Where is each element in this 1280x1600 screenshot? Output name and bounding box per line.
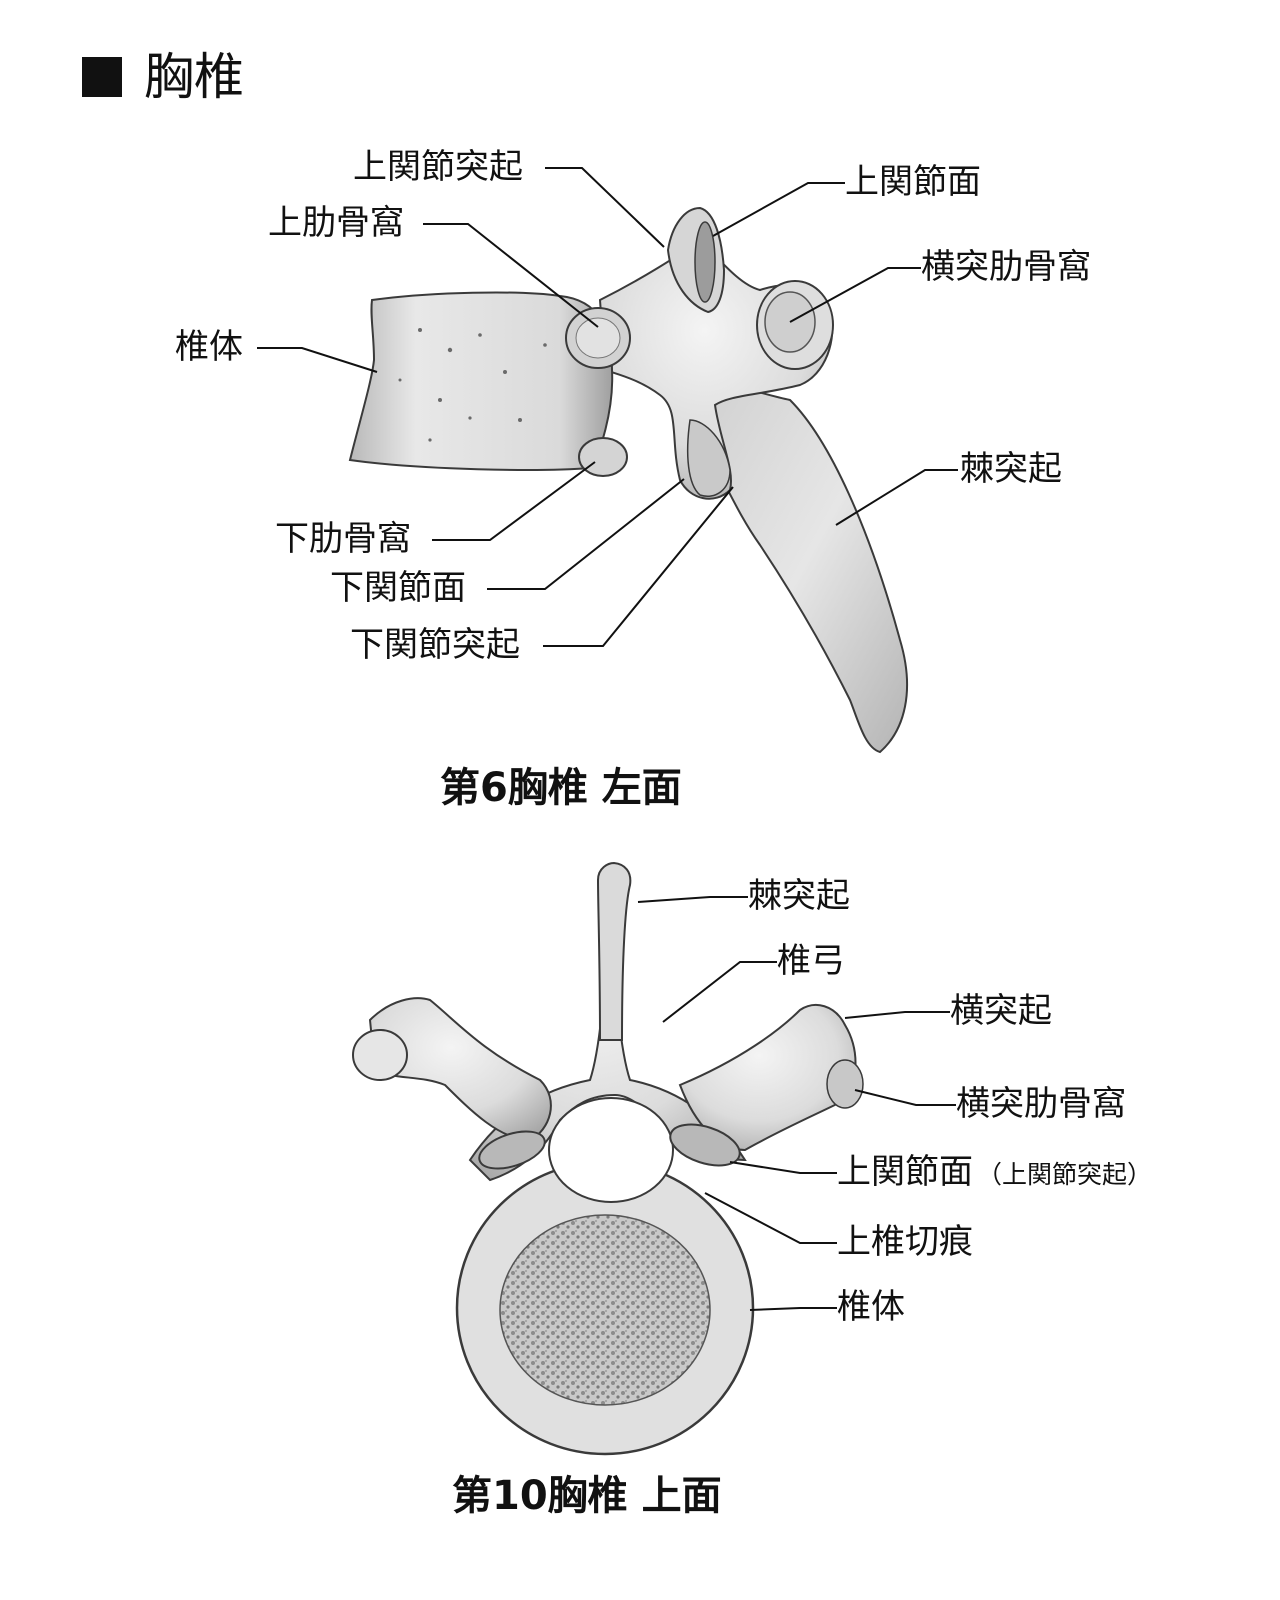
label-superior-articular-facet: 上関節面 (845, 162, 981, 202)
transverse-costal-fovea-right-shape (826, 1059, 864, 1109)
label-superior-costal-fovea: 上肋骨窩 (268, 203, 404, 243)
figure1-caption: 第6胸椎 左面 (440, 765, 682, 811)
label-vertebral-body: 椎体 (175, 327, 243, 367)
black-square-icon (82, 57, 122, 97)
label2-superior-vertebral-notch: 上椎切痕 (837, 1222, 973, 1262)
bone-pores (398, 328, 547, 442)
label-spinous-process: 棘突起 (960, 449, 1062, 489)
label-transverse-costal-fovea: 横突肋骨窩 (921, 247, 1091, 287)
label2-vertebral-arch: 椎弓 (777, 941, 845, 981)
label2-vertebral-body: 椎体 (837, 1287, 905, 1327)
label2-spinous-process: 棘突起 (748, 876, 850, 916)
label-inferior-costal-fovea: 下肋骨窩 (275, 519, 411, 559)
spinous-process-top-shape (596, 861, 632, 1041)
superior-articular-facet-shape (694, 221, 716, 303)
section-title-text: 胸椎 (144, 48, 244, 106)
figure2-caption: 第10胸椎 上面 (452, 1473, 722, 1519)
vertebral-foramen-shape (548, 1097, 674, 1203)
leader-lines-figure2 (637, 896, 956, 1311)
thoracic-vertebra-10-superior (352, 861, 956, 1456)
label2-transverse-process: 横突起 (950, 991, 1052, 1031)
superior-articular-facet-right-shape (669, 1123, 741, 1167)
inferior-costal-fovea-shape (578, 437, 628, 477)
label-inferior-articular-process: 下関節突起 (350, 625, 520, 665)
spinous-process-shape (699, 378, 909, 754)
transverse-process-left-shape (368, 997, 552, 1142)
label2-superior-articular-facet-main: 上関節面 (837, 1152, 973, 1192)
superior-articular-facet-left-shape (478, 1130, 546, 1170)
vertebral-body-trabecular (499, 1214, 711, 1406)
leader-lines-figure1 (257, 167, 958, 647)
label-inferior-articular-facet: 下関節面 (330, 568, 466, 608)
thoracic-vertebra-6-lateral (257, 167, 958, 754)
label2-transverse-costal-fovea: 横突肋骨窩 (956, 1084, 1126, 1124)
label2-superior-articular-facet: 上関節面（上関節突起） (837, 1155, 1152, 1189)
inferior-articular-process-shape (686, 419, 731, 497)
transverse-process-left-tip (352, 1029, 408, 1081)
superior-costal-fovea-inner (575, 317, 621, 359)
label-superior-articular-process: 上関節突起 (353, 147, 523, 187)
section-title: 胸椎 (82, 52, 244, 102)
label2-superior-articular-facet-note: （上関節突起） (977, 1160, 1153, 1189)
